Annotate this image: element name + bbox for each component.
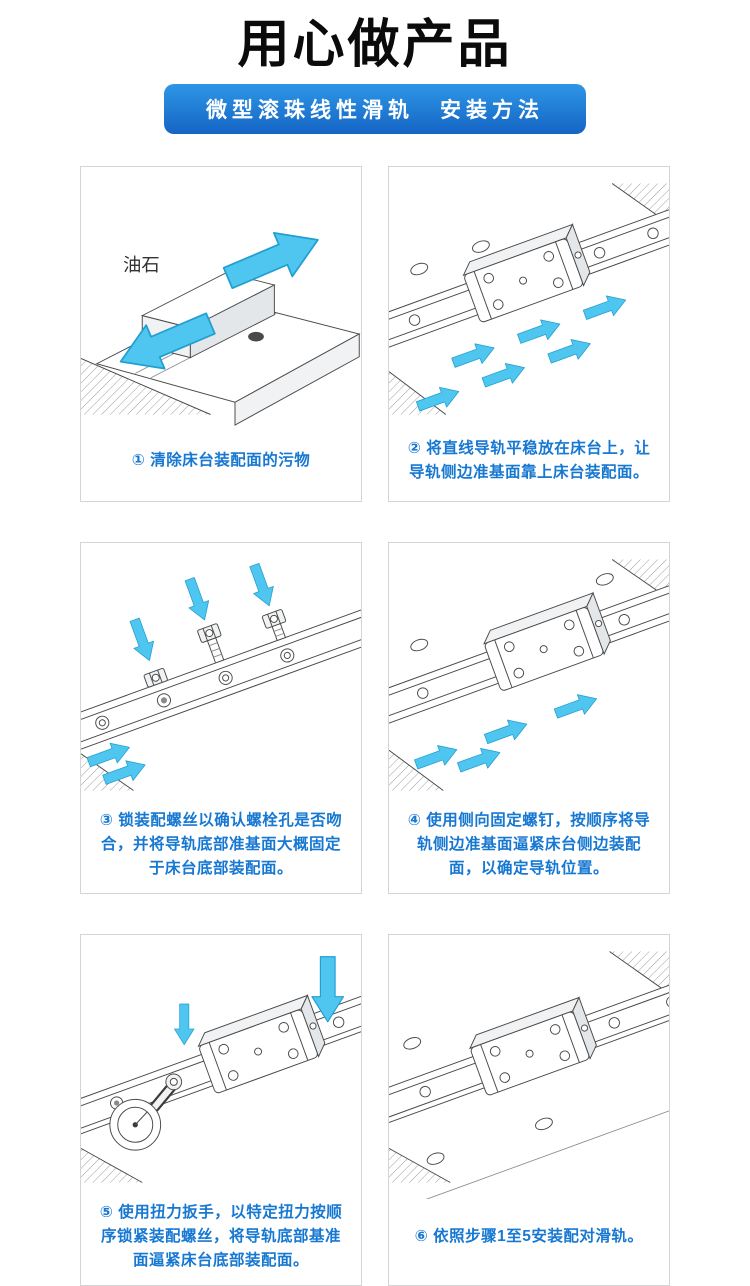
press-arrow-icon (311, 956, 345, 1023)
bed-hole (248, 332, 264, 342)
machine-bed (95, 298, 361, 427)
bed-hole (410, 639, 429, 652)
hatch-ground (81, 358, 211, 416)
grease-nipple (595, 620, 603, 628)
hatch-edge (389, 951, 669, 1184)
carriage-block (462, 223, 591, 323)
mounting-screw (197, 623, 225, 664)
push-arrows-icon (415, 295, 627, 412)
carriage-block (197, 994, 326, 1094)
step-6-caption: ⑥ 依照步骤1至5安装配对滑轨。 (414, 1228, 644, 1246)
bed-hole (426, 1152, 445, 1166)
step-1-illustration: 油石 (81, 167, 361, 432)
page-title: 用心做产品 (237, 16, 513, 74)
press-arrows-icon (86, 563, 274, 786)
bed-hole (595, 573, 614, 586)
mounting-screw (261, 609, 287, 642)
step-5-caption: ⑤ 使用扭力扳手，以特定扭力按顺序锁紧装配螺丝，将导轨底部基准面逼紧床台底部装配… (99, 1204, 343, 1270)
mounting-screw (143, 668, 168, 688)
hatch-edge (81, 1148, 143, 1184)
bed-hole (472, 240, 490, 254)
panel-step-2: ② 将直线导轨平稳放在床台上，让导轨侧边准基面靠上床台装配面。 (388, 166, 670, 503)
step-4-illustration (389, 543, 669, 808)
torque-wrench (109, 1073, 183, 1152)
bed-hole (535, 1118, 553, 1131)
rub-arrow-icon (119, 312, 216, 370)
step-2-illustration (389, 167, 669, 432)
panel-step-6: ⑥ 依照步骤1至5安装配对滑轨。 (388, 934, 670, 1286)
step-3-caption: ③ 锁装配螺丝以确认螺栓孔是否吻合，并将导轨底部准基面大概固定于床台底部装配面。 (99, 812, 343, 878)
grease-nipple (574, 251, 582, 259)
steps-grid: 油石 ① 清除床台装配面的污物 (40, 166, 710, 1286)
panel-step-3: ③ 锁装配螺丝以确认螺栓孔是否吻合，并将导轨底部准基面大概固定于床台底部装配面。 (80, 542, 362, 895)
carriage-block (469, 996, 597, 1096)
hatch-edge (389, 559, 669, 792)
panel-step-4: ④ 使用侧向固定螺钉，按顺序将导轨侧边准基面逼紧床台侧边装配面，以确定导轨位置。 (388, 542, 670, 895)
bed-hole (410, 263, 429, 276)
linear-rail (81, 595, 361, 765)
subtitle-banner: 微型滚珠线性滑轨 安装方法 (164, 84, 586, 135)
push-arrows-icon (414, 694, 598, 773)
panel-step-5: ⑤ 使用扭力扳手，以特定扭力按顺序锁紧装配螺丝，将导轨底部基准面逼紧床台底部装配… (80, 934, 362, 1286)
bed-hole (403, 1037, 422, 1051)
oil-stone-label: 油石 (123, 254, 160, 275)
step-5-illustration (81, 935, 361, 1200)
step-4-caption: ④ 使用侧向固定螺钉，按顺序将导轨侧边准基面逼紧床台侧边装配面，以确定导轨位置。 (407, 812, 651, 878)
step-3-illustration (81, 543, 361, 808)
step-2-caption: ② 将直线导轨平稳放在床台上，让导轨侧边准基面靠上床台装配面。 (407, 440, 651, 482)
step-6-illustration (389, 935, 669, 1200)
panel-step-1: 油石 ① 清除床台装配面的污物 (80, 166, 362, 503)
grease-nipple (580, 1024, 589, 1033)
step-1-caption: ① 清除床台装配面的污物 (131, 452, 311, 470)
rub-arrow-icon (222, 232, 319, 290)
carriage-block (483, 592, 611, 692)
grease-nipple (309, 1022, 317, 1030)
press-arrow-icon (174, 1004, 195, 1046)
